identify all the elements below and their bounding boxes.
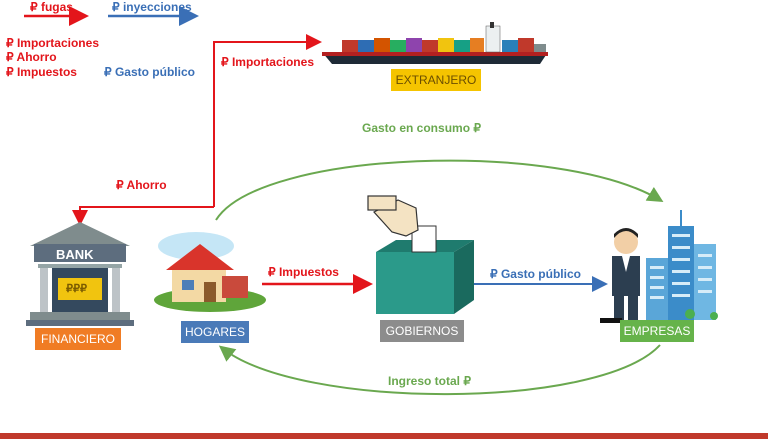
flow-label-importaciones: ₽ Importaciones <box>221 55 314 69</box>
sector-empresas: EMPRESAS <box>620 320 694 342</box>
flow-label-gasto-consumo: Gasto en consumo ₽ <box>362 121 481 135</box>
bottom-accent-bar <box>0 433 768 439</box>
house-icon <box>154 232 266 312</box>
businessman-icon <box>600 228 640 323</box>
ingreso-total-arc <box>218 344 661 396</box>
sector-extranjero: EXTRANJERO <box>391 69 481 91</box>
legend-fugas: ₽ fugas <box>30 0 73 14</box>
flow-label-ahorro: ₽ Ahorro <box>116 178 167 192</box>
importaciones-arrow <box>213 34 322 207</box>
sector-gobiernos: GOBIERNOS <box>380 320 464 342</box>
flow-label-impuestos: ₽ Impuestos <box>268 265 339 279</box>
sector-hogares: HOGARES <box>181 321 249 343</box>
legend-leak-impuestos: ₽ Impuestos <box>6 65 77 79</box>
legend-leak-importaciones: ₽ Importaciones <box>6 36 99 50</box>
bank-vault-label: ₽₽₽ <box>66 283 87 295</box>
flow-label-ingreso-total: Ingreso total ₽ <box>388 374 471 388</box>
cargo-ship-icon <box>322 22 548 64</box>
sector-financiero: FINANCIERO <box>35 328 121 350</box>
office-building-icon <box>646 210 718 320</box>
ahorro-arrow <box>72 206 214 226</box>
bank-icon <box>26 222 134 326</box>
legend-inyecciones: ₽ inyecciones <box>112 0 192 14</box>
legend-injection-gasto-publico: ₽ Gasto público <box>104 65 195 79</box>
ballot-box-icon <box>367 195 474 314</box>
bank-sign: BANK <box>56 247 94 262</box>
flow-label-gasto-publico: ₽ Gasto público <box>490 267 581 281</box>
legend-leak-ahorro: ₽ Ahorro <box>6 50 57 64</box>
gasto-consumo-arc <box>215 159 664 221</box>
